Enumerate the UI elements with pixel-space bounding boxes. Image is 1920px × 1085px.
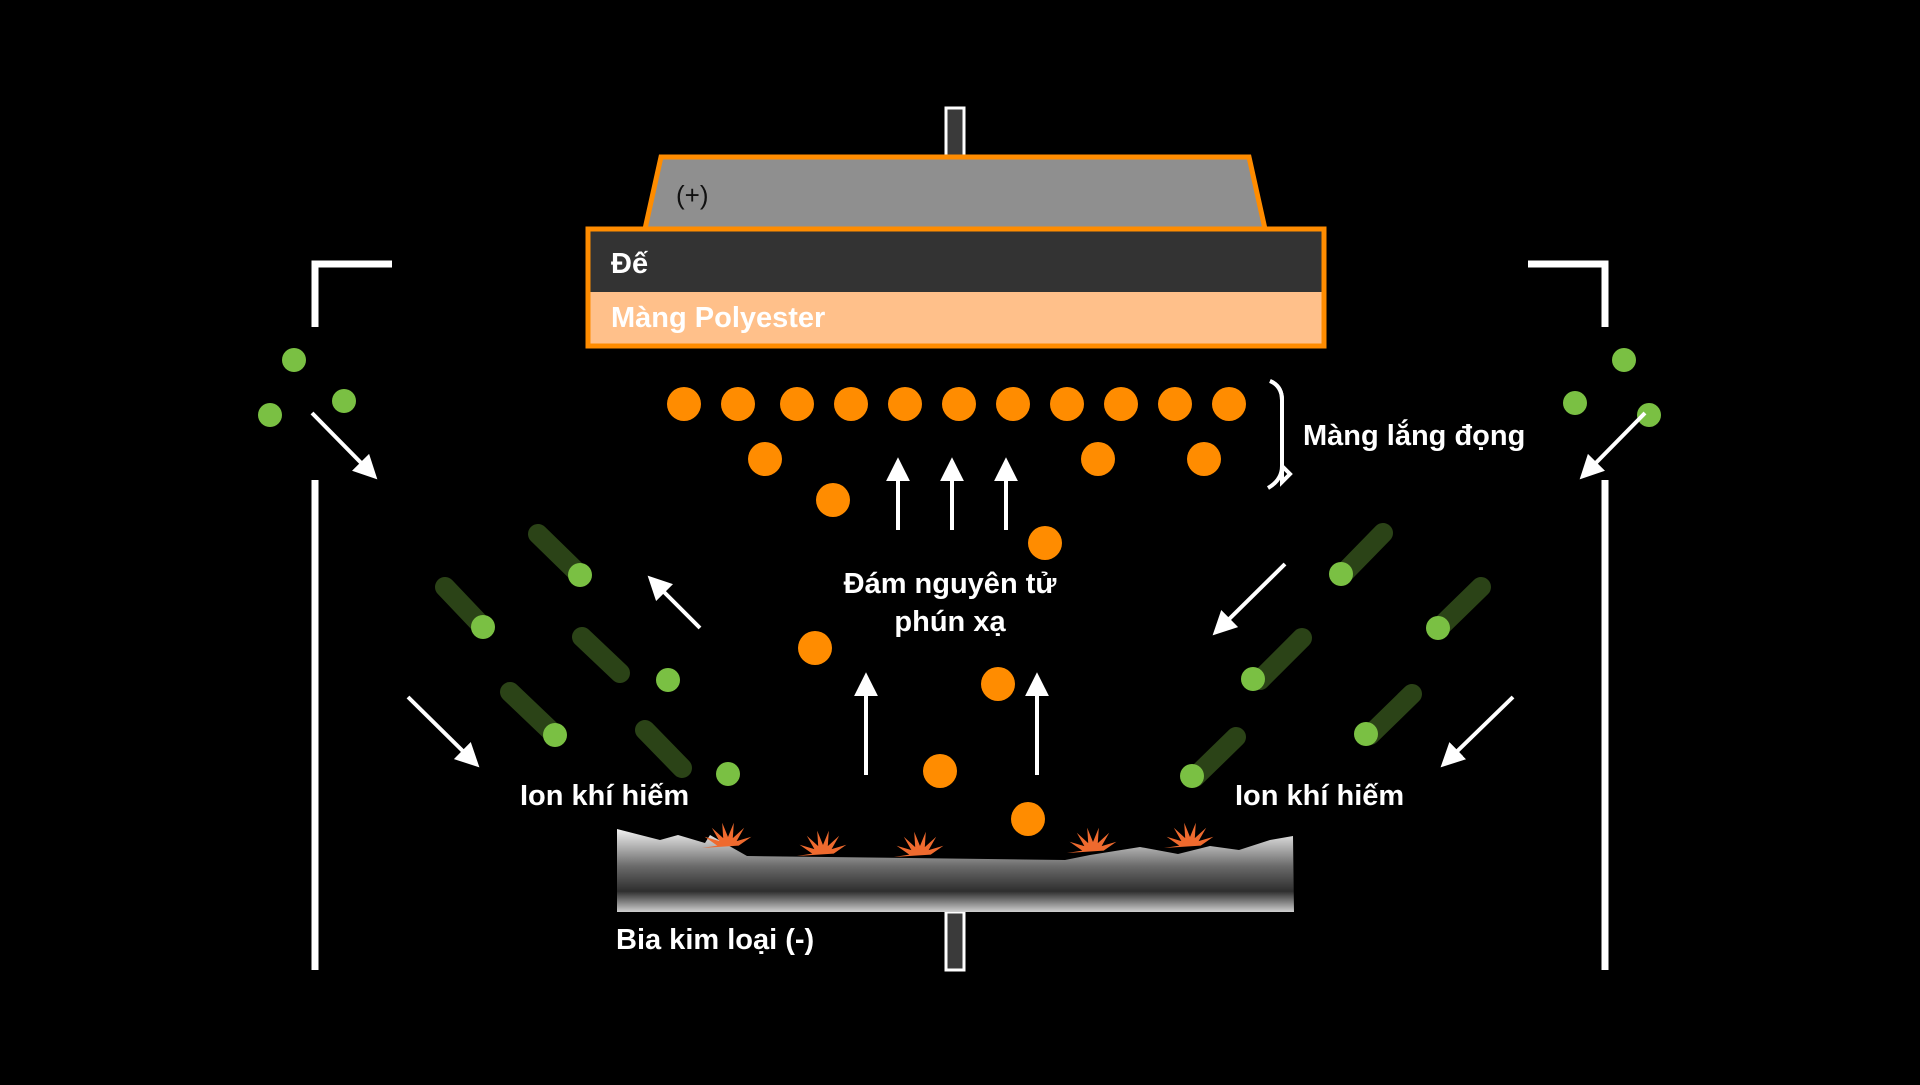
ion-trail <box>635 720 692 778</box>
sputtered-atom <box>1158 387 1192 421</box>
gas-ion <box>568 563 592 587</box>
impact-spark <box>702 822 752 848</box>
gas-ion <box>282 348 306 372</box>
impact-sparks <box>702 822 1214 857</box>
sputtered-atom <box>1104 387 1138 421</box>
deposited-film-brace-final <box>1266 379 1284 490</box>
chamber-wall-left-top <box>311 260 392 327</box>
substrate-layer <box>588 229 1324 292</box>
sputtered-atom <box>798 631 832 665</box>
motion-arrow <box>406 695 480 768</box>
sputtered-atom <box>923 754 957 788</box>
gas-ion <box>716 762 740 786</box>
target-shaft <box>944 910 966 972</box>
sputtered-atom <box>780 387 814 421</box>
target-label: Bia kim loại (-) <box>616 924 815 956</box>
metal-target <box>617 829 1294 972</box>
polyester-label: Màng Polyester <box>611 302 826 334</box>
deposited-film-bracket <box>1268 381 1290 482</box>
sputtered-atom <box>888 387 922 421</box>
anode-label: (+) <box>676 180 709 210</box>
sputtered-atom <box>1081 442 1115 476</box>
gas-ion <box>1637 403 1661 427</box>
sputtered-atoms-label-line2: phún xạ <box>894 605 1006 638</box>
chamber-wall-right-top <box>1528 260 1609 327</box>
ion-trail <box>572 627 630 683</box>
sputtered-atom <box>1212 387 1246 421</box>
sputtered-atom <box>834 387 868 421</box>
anode-assembly <box>585 106 1327 349</box>
gas-ion <box>1612 348 1636 372</box>
polyester-layer <box>588 292 1324 346</box>
ion-label-left: Ion khí hiếm <box>520 780 690 812</box>
sputtered-atom <box>996 387 1030 421</box>
sputtered-atom <box>981 667 1015 701</box>
gas-ion <box>332 389 356 413</box>
gas-ion <box>1563 391 1587 415</box>
sputtered-atom <box>721 387 755 421</box>
sputtered-atoms <box>667 387 1246 836</box>
motion-arrows <box>310 411 1647 775</box>
ion-trail <box>1250 628 1312 690</box>
anode-frame <box>585 226 1327 349</box>
gas-ion <box>1180 764 1204 788</box>
gas-ion <box>1241 667 1265 691</box>
sputtered-atoms-label-line1: Đám nguyên tử <box>843 568 1057 600</box>
motion-arrow <box>647 575 702 630</box>
gas-ion <box>1354 722 1378 746</box>
gas-ion <box>1426 616 1450 640</box>
motion-arrow <box>310 411 378 480</box>
gas-ion <box>543 723 567 747</box>
film-brace <box>1268 381 1290 480</box>
motion-arrow <box>1212 562 1287 636</box>
impact-spark <box>1164 822 1214 848</box>
motion-arrow <box>1440 695 1515 768</box>
substrate-label: Đế <box>611 248 649 280</box>
motion-arrow <box>1579 411 1647 480</box>
sputtered-atom <box>1028 526 1062 560</box>
sputtered-atom <box>667 387 701 421</box>
deposited-film-label: Màng lắng đọng <box>1303 420 1526 452</box>
gas-ion <box>1329 562 1353 586</box>
target-body <box>617 829 1294 912</box>
gas-ion <box>258 403 282 427</box>
sputtered-atom <box>816 483 850 517</box>
chamber-walls <box>311 260 1609 970</box>
ion-trail <box>1360 684 1422 745</box>
ion-trail <box>500 682 563 743</box>
gas-ion <box>471 615 495 639</box>
impact-spark <box>894 831 944 857</box>
gas-ion <box>656 668 680 692</box>
gas-ions <box>258 348 1661 788</box>
impact-spark <box>797 830 847 856</box>
ion-label-right: Ion khí hiếm <box>1235 780 1405 812</box>
sputtered-atom <box>1050 387 1084 421</box>
sputtered-atom <box>942 387 976 421</box>
sputtered-atom <box>748 442 782 476</box>
impact-spark <box>1067 827 1117 853</box>
sputtered-atom <box>1011 802 1045 836</box>
sputtered-atoms-label: Đám nguyên tử phún xạ <box>830 566 1070 641</box>
sputtered-atom <box>1187 442 1221 476</box>
anode-body <box>641 154 1269 232</box>
